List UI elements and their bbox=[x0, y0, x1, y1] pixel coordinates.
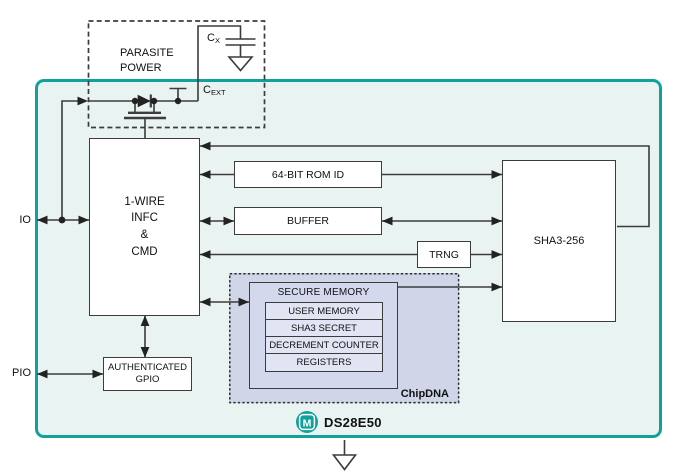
parasite-power-label: PARASITE POWER bbox=[120, 47, 174, 74]
wire-to-cx bbox=[197, 25, 242, 101]
memory-row-registers: REGISTERS bbox=[265, 353, 383, 372]
cx-sub: X bbox=[214, 36, 220, 45]
one-wire-block: 1-WIRE INFC & CMD bbox=[89, 138, 200, 316]
maxim-logo-letter: M bbox=[303, 417, 312, 429]
wire-io-branch bbox=[61, 100, 86, 220]
arrowheads bbox=[37, 96, 502, 379]
pio-pin-label: PIO bbox=[2, 367, 31, 379]
chipdna-dashed-border bbox=[229, 273, 460, 404]
maxim-logo-icon: M bbox=[296, 411, 318, 433]
ground-icon-cx bbox=[227, 56, 254, 72]
io-pin-text: IO bbox=[19, 213, 31, 226]
cext-main: C bbox=[203, 84, 211, 96]
junction-dots bbox=[58, 97, 182, 224]
parasite-power-outline bbox=[87, 20, 266, 129]
buffer-block: BUFFER bbox=[234, 207, 382, 235]
sha3-block: SHA3-256 bbox=[502, 160, 616, 322]
io-pin-label: IO bbox=[8, 214, 31, 226]
diode-icon bbox=[137, 94, 151, 108]
trng-block: TRNG bbox=[417, 241, 471, 268]
rom-id-block: 64-BIT ROM ID bbox=[234, 161, 382, 188]
part-number-label: DS28E50 bbox=[324, 415, 382, 430]
authenticated-gpio-block: AUTHENTICATED GPIO bbox=[103, 357, 192, 391]
pio-pin-text: PIO bbox=[12, 367, 31, 379]
secure-memory-title: SECURE MEMORY bbox=[277, 287, 370, 298]
capacitor-cx-icon bbox=[225, 38, 256, 57]
ground-icon-bottom bbox=[331, 454, 358, 471]
wire-sha3-feedback bbox=[200, 145, 650, 228]
cx-capacitor-label: CX bbox=[207, 32, 220, 45]
chipdna-label: ChipDNA bbox=[400, 388, 449, 400]
cx-main: C bbox=[207, 32, 215, 44]
cext-capacitor-label: CEXT bbox=[203, 84, 226, 97]
cext-sub: EXT bbox=[210, 88, 226, 97]
